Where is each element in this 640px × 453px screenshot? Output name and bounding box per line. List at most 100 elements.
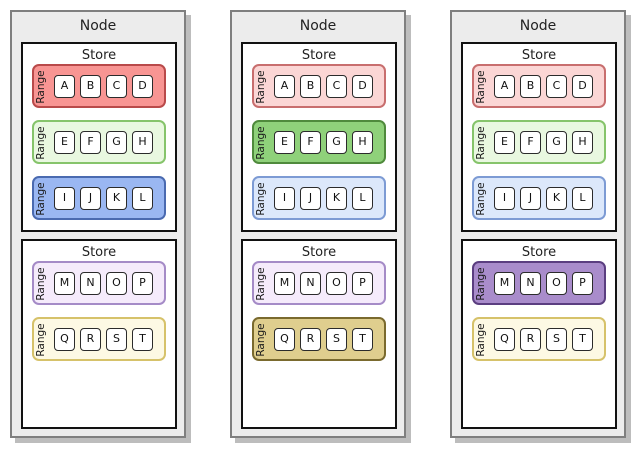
key-box: M [494, 272, 515, 295]
key-box: T [572, 328, 593, 351]
range-label: Range [475, 182, 487, 216]
key-box: S [106, 328, 127, 351]
range-label: Range [35, 182, 47, 216]
key-box: C [106, 75, 127, 98]
range-label: Range [255, 70, 267, 104]
key-box: D [572, 75, 593, 98]
key-box: Q [54, 328, 75, 351]
range-label: Range [255, 126, 267, 160]
key-box: A [54, 75, 75, 98]
key-box: C [326, 75, 347, 98]
key-box: E [54, 131, 75, 154]
key-box: F [300, 131, 321, 154]
key-box: E [494, 131, 515, 154]
key-box: H [572, 131, 593, 154]
node-title: Node [519, 18, 557, 34]
key-box: Q [494, 328, 515, 351]
key-box: I [54, 187, 75, 210]
node-title: Node [79, 18, 117, 34]
range-label: Range [35, 267, 47, 301]
key-box: G [326, 131, 347, 154]
key-box: H [352, 131, 373, 154]
key-box: J [520, 187, 541, 210]
key-box: M [274, 272, 295, 295]
key-box: R [520, 328, 541, 351]
key-box: R [300, 328, 321, 351]
key-box: A [494, 75, 515, 98]
key-box: H [132, 131, 153, 154]
key-box: L [572, 187, 593, 210]
key-box: K [326, 187, 347, 210]
key-box: O [546, 272, 567, 295]
key-box: L [352, 187, 373, 210]
key-box: M [54, 272, 75, 295]
key-box: L [132, 187, 153, 210]
key-box: J [300, 187, 321, 210]
store-title: Store [301, 245, 337, 260]
range-label: Range [475, 70, 487, 104]
range-label: Range [35, 70, 47, 104]
key-box: R [80, 328, 101, 351]
key-box: P [352, 272, 373, 295]
store-title: Store [301, 48, 337, 63]
store-title: Store [81, 48, 117, 63]
key-box: O [106, 272, 127, 295]
key-box: S [546, 328, 567, 351]
node-title: Node [299, 18, 337, 34]
key-box: B [520, 75, 541, 98]
key-box: T [132, 328, 153, 351]
key-box: G [546, 131, 567, 154]
key-box: T [352, 328, 373, 351]
key-box: N [520, 272, 541, 295]
key-box: O [326, 272, 347, 295]
key-box: D [132, 75, 153, 98]
key-box: F [80, 131, 101, 154]
key-box: N [80, 272, 101, 295]
range-label: Range [475, 126, 487, 160]
key-box: B [300, 75, 321, 98]
range-label: Range [475, 267, 487, 301]
key-box: J [80, 187, 101, 210]
key-box: I [494, 187, 515, 210]
key-box: K [546, 187, 567, 210]
key-box: S [326, 328, 347, 351]
store-title: Store [81, 245, 117, 260]
key-box: P [572, 272, 593, 295]
key-box: P [132, 272, 153, 295]
range-label: Range [475, 323, 487, 357]
store-title: Store [521, 245, 557, 260]
key-box: D [352, 75, 373, 98]
store-title: Store [521, 48, 557, 63]
key-box: B [80, 75, 101, 98]
key-box: A [274, 75, 295, 98]
key-box: C [546, 75, 567, 98]
range-label: Range [255, 323, 267, 357]
key-box: N [300, 272, 321, 295]
key-box: I [274, 187, 295, 210]
range-label: Range [255, 182, 267, 216]
range-label: Range [35, 126, 47, 160]
key-box: G [106, 131, 127, 154]
